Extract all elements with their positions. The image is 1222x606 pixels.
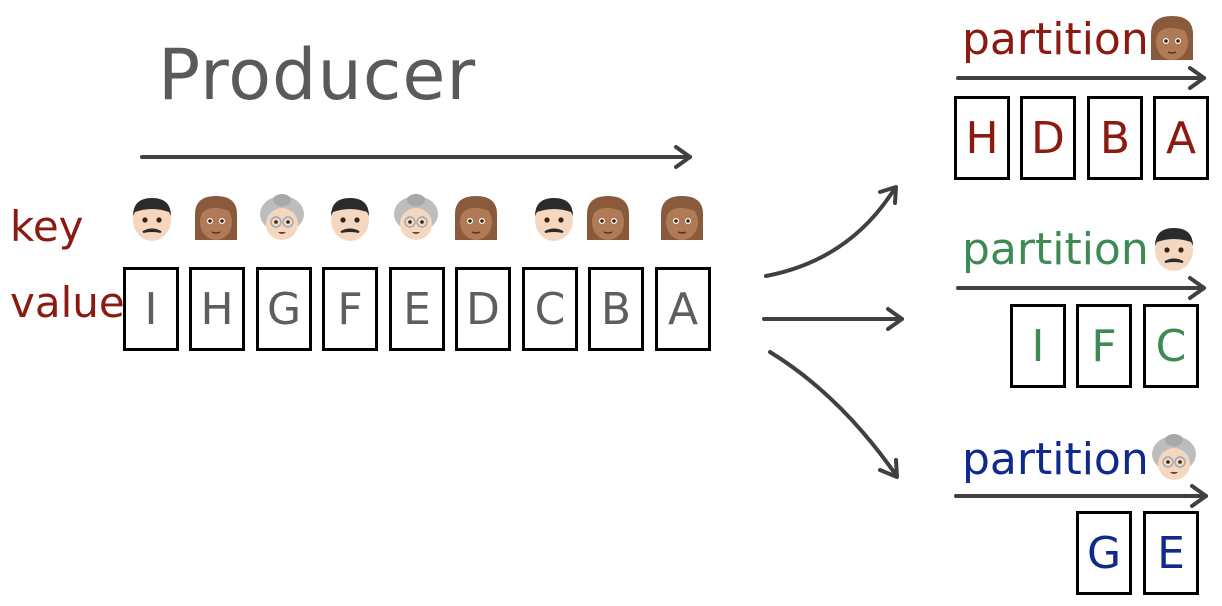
record-value-box: A <box>655 267 711 351</box>
record-value-box: G <box>256 267 312 351</box>
partition-old-woman-value: E <box>1143 511 1199 595</box>
partition-woman-value: H <box>954 96 1010 180</box>
record-value-box: D <box>455 267 511 351</box>
record-value-box: B <box>588 267 644 351</box>
key-label: key <box>10 202 84 251</box>
man-icon <box>324 192 376 244</box>
partition-man-value: F <box>1076 304 1132 388</box>
partition-man-value: I <box>1010 304 1066 388</box>
man-icon <box>126 192 178 244</box>
woman-icon <box>190 192 242 244</box>
woman-icon <box>656 192 708 244</box>
man-icon <box>1148 222 1200 274</box>
record-value-box: E <box>389 267 445 351</box>
producer-title: Producer <box>158 34 477 116</box>
man-icon <box>528 192 580 244</box>
partition-woman-value: A <box>1153 96 1209 180</box>
old-woman-icon <box>256 192 308 244</box>
woman-icon <box>450 192 502 244</box>
woman-icon <box>582 192 634 244</box>
record-value-box: H <box>189 267 245 351</box>
record-value-box: F <box>322 267 378 351</box>
partition-old-woman-value: G <box>1076 511 1132 595</box>
partition-woman-value: D <box>1020 96 1076 180</box>
record-value-box: C <box>522 267 578 351</box>
record-value-box: I <box>123 267 179 351</box>
partition-label-woman: partition <box>962 14 1149 65</box>
woman-icon <box>1146 12 1198 64</box>
partition-label-old-woman: partition <box>962 434 1149 485</box>
partition-label-man: partition <box>962 224 1149 275</box>
old-woman-icon <box>390 192 442 244</box>
old-woman-icon <box>1148 432 1200 484</box>
partition-man-value: C <box>1143 304 1199 388</box>
partition-woman-value: B <box>1087 96 1143 180</box>
value-label: value <box>10 278 125 327</box>
